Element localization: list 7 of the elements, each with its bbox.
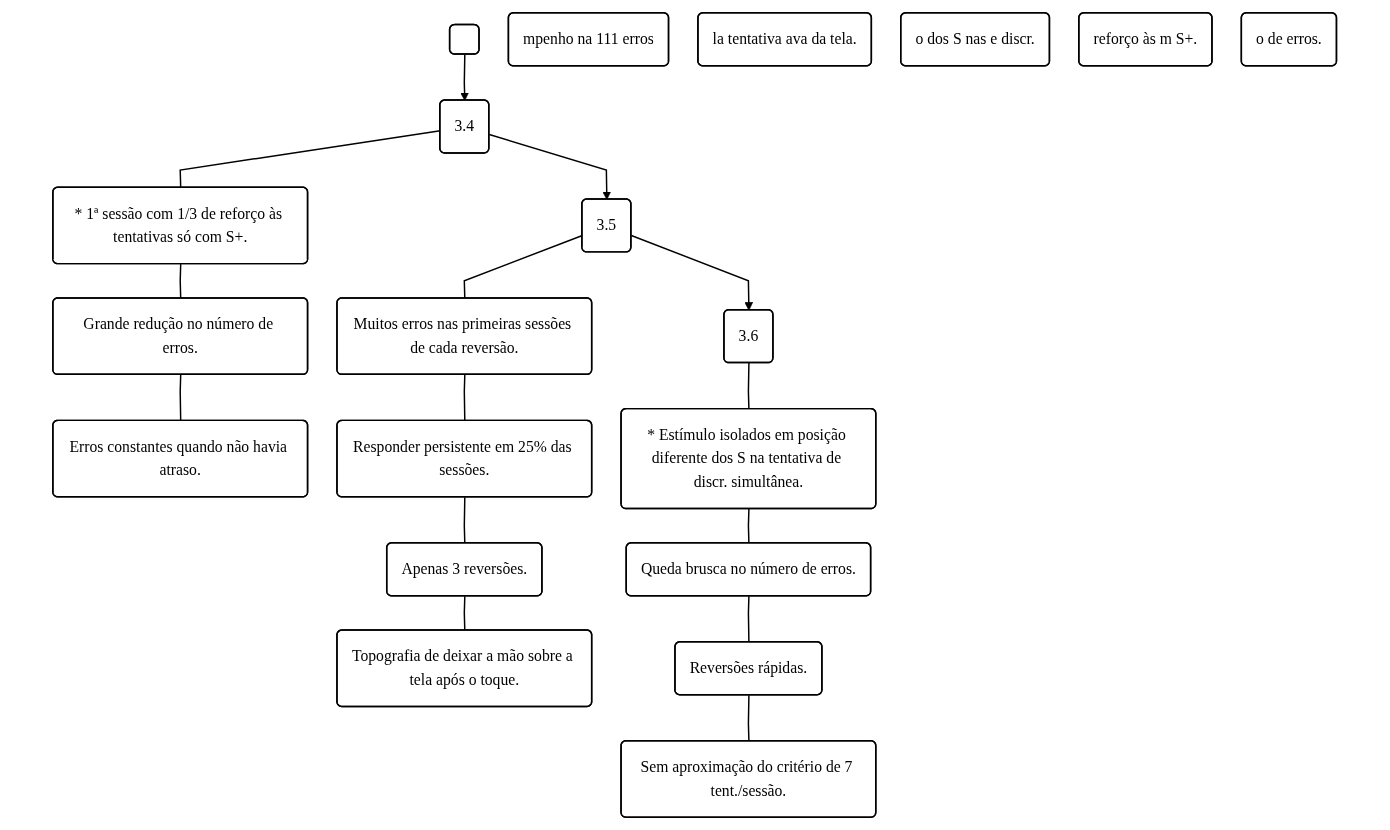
- connector: [463, 595, 466, 632]
- arrow: [460, 53, 470, 101]
- connector: [748, 694, 750, 742]
- connector: [463, 374, 466, 422]
- connector: [748, 595, 750, 643]
- connector: [748, 362, 750, 410]
- connector: [179, 374, 182, 422]
